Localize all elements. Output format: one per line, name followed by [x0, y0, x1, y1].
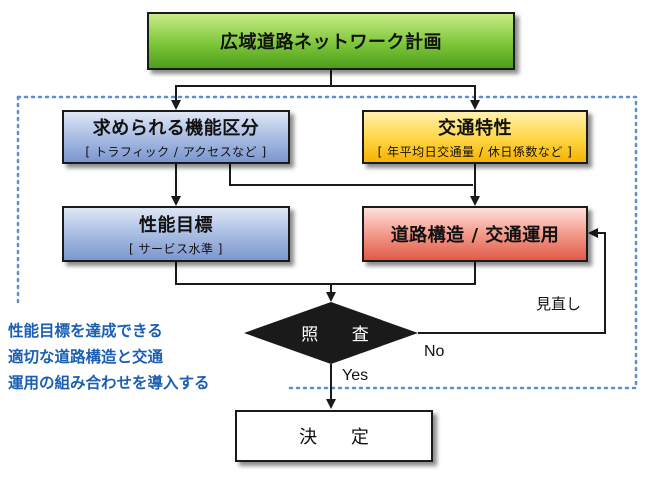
edge-function-to-road	[229, 164, 473, 186]
function-class-label: 求められる機能区分	[92, 118, 260, 139]
decision-box: 決 定	[235, 410, 433, 462]
traffic-characteristics-box: 交通特性 [ 年平均日交通量 / 休日係数など ]	[362, 110, 588, 164]
edge-no-review	[418, 228, 606, 334]
function-class-sublabel: [ トラフィック / アクセスなど ]	[85, 145, 267, 159]
annotation-line: 性能目標を達成できる	[8, 322, 163, 340]
edge-label-review: 見直し	[536, 295, 582, 313]
performance-target-label: 性能目標	[139, 215, 213, 236]
decision-label: 決 定	[299, 427, 383, 448]
check-diamond-label: 照 査	[301, 324, 383, 345]
traffic-characteristics-label: 交通特性	[438, 118, 512, 139]
road-structure-label: 道路構造 / 交通運用	[390, 225, 560, 246]
road-structure-box: 道路構造 / 交通運用	[362, 206, 588, 262]
regional-network-plan-box: 広域道路ネットワーク計画	[147, 12, 515, 70]
dotted-frame	[16, 95, 638, 390]
edge-title-to-split	[171, 70, 332, 110]
performance-target-sublabel: [ サービス水準 ]	[129, 242, 223, 256]
edge-performance-to-check	[175, 262, 331, 285]
edge-label-no: No	[424, 343, 445, 360]
annotation-note: 性能目標を達成できる 適切な道路構造と交通 運用の組み合わせを導入する	[8, 318, 210, 396]
annotation-line: 適切な道路構造と交通	[8, 348, 164, 366]
function-class-box: 求められる機能区分 [ トラフィック / アクセスなど ]	[62, 110, 290, 164]
check-diamond	[244, 302, 418, 364]
performance-target-box: 性能目標 [ サービス水準 ]	[62, 206, 290, 262]
regional-network-plan-label: 広域道路ネットワーク計画	[220, 32, 442, 53]
traffic-characteristics-sublabel: [ 年平均日交通量 / 休日係数など ]	[377, 145, 573, 159]
edge-road-to-check	[326, 262, 476, 302]
edge-label-yes: Yes	[342, 367, 369, 384]
annotation-line: 運用の組み合わせを導入する	[8, 374, 210, 392]
edge-split-to-traffic	[331, 85, 480, 110]
